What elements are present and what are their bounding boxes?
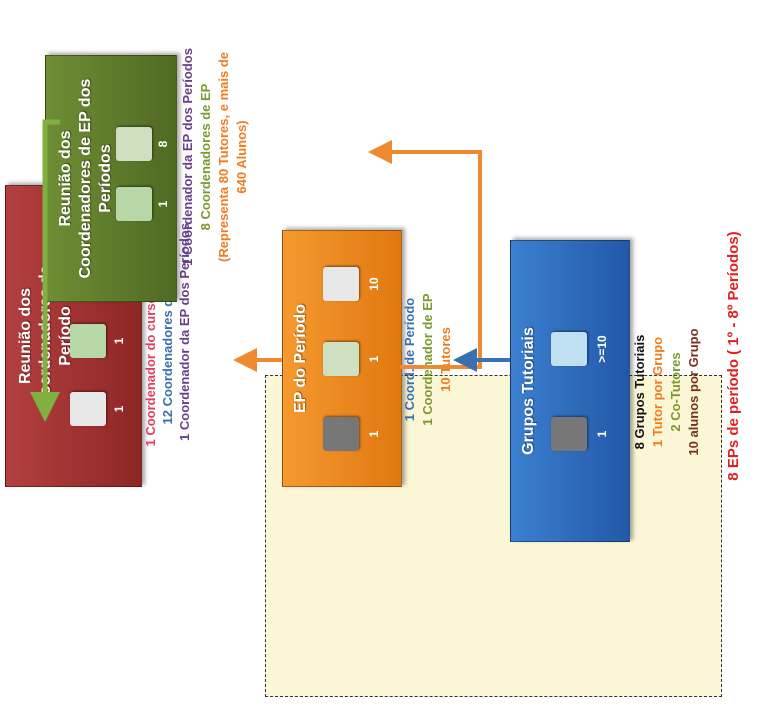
group-icon — [323, 342, 359, 376]
ep-period-note-2: 1 Coordenador de EP — [420, 293, 435, 426]
tutorial-box: Grupos Tutoriais 1 >=10 — [510, 240, 630, 542]
professor-icon — [551, 417, 587, 451]
ep-meeting-title: Reunião dos Coordenadores de EP dos Perí… — [57, 78, 114, 279]
tutorial-note-3: 2 Co-Tutores — [668, 352, 683, 432]
coord-count-1: 1 — [112, 405, 126, 413]
tutorial-note-2: 1 Tutor por Grupo — [650, 336, 665, 448]
ep-meeting-note-2: 8 Coordenadores de EP — [198, 83, 213, 231]
ep-meeting-note-1: 1 Coordenador da EP dos Períodos — [180, 48, 195, 266]
student-icon — [116, 187, 152, 221]
student-icon — [70, 324, 106, 358]
ep-meeting-note-4: 640 Alunos) — [234, 120, 249, 194]
ep-meeting-count-2: 8 — [156, 140, 170, 148]
coord-count-2: 1 — [112, 337, 126, 345]
ep-period-count-2: 1 — [367, 355, 381, 363]
ep-period-count-1: 1 — [367, 430, 381, 438]
doctor-icon — [70, 392, 106, 426]
tutorial-title: Grupos Tutoriais — [520, 327, 537, 455]
tutorial-note-1: 8 Grupos Tutoriais — [632, 334, 647, 450]
professor-icon — [323, 417, 359, 451]
doctor-icon — [323, 267, 359, 301]
ep-meeting-box: Reunião dos Coordenadores de EP dos Perí… — [45, 55, 177, 302]
tutorial-count-1: 1 — [595, 430, 609, 438]
ep-meeting-count-1: 1 — [156, 200, 170, 208]
tutorial-note-4: 10 alunos por Grupo — [686, 328, 701, 456]
ep-period-note-3: 10 Tutores — [438, 327, 453, 392]
footer-text: 8 EPs de período ( 1º - 8º Períodos) — [725, 231, 742, 481]
ep-period-note-1: 1 Coord. de Período — [402, 297, 417, 422]
students-icon — [551, 332, 587, 366]
ep-period-title: EP do Período — [292, 303, 309, 414]
ep-meeting-note-3: (Representa 80 Tutores, e mais de — [216, 52, 231, 263]
ep-period-box: EP do Período 1 1 10 — [282, 230, 402, 487]
ep-period-count-3: 10 — [367, 277, 381, 291]
group-icon — [116, 127, 152, 161]
tutorial-count-2: >=10 — [595, 335, 609, 363]
